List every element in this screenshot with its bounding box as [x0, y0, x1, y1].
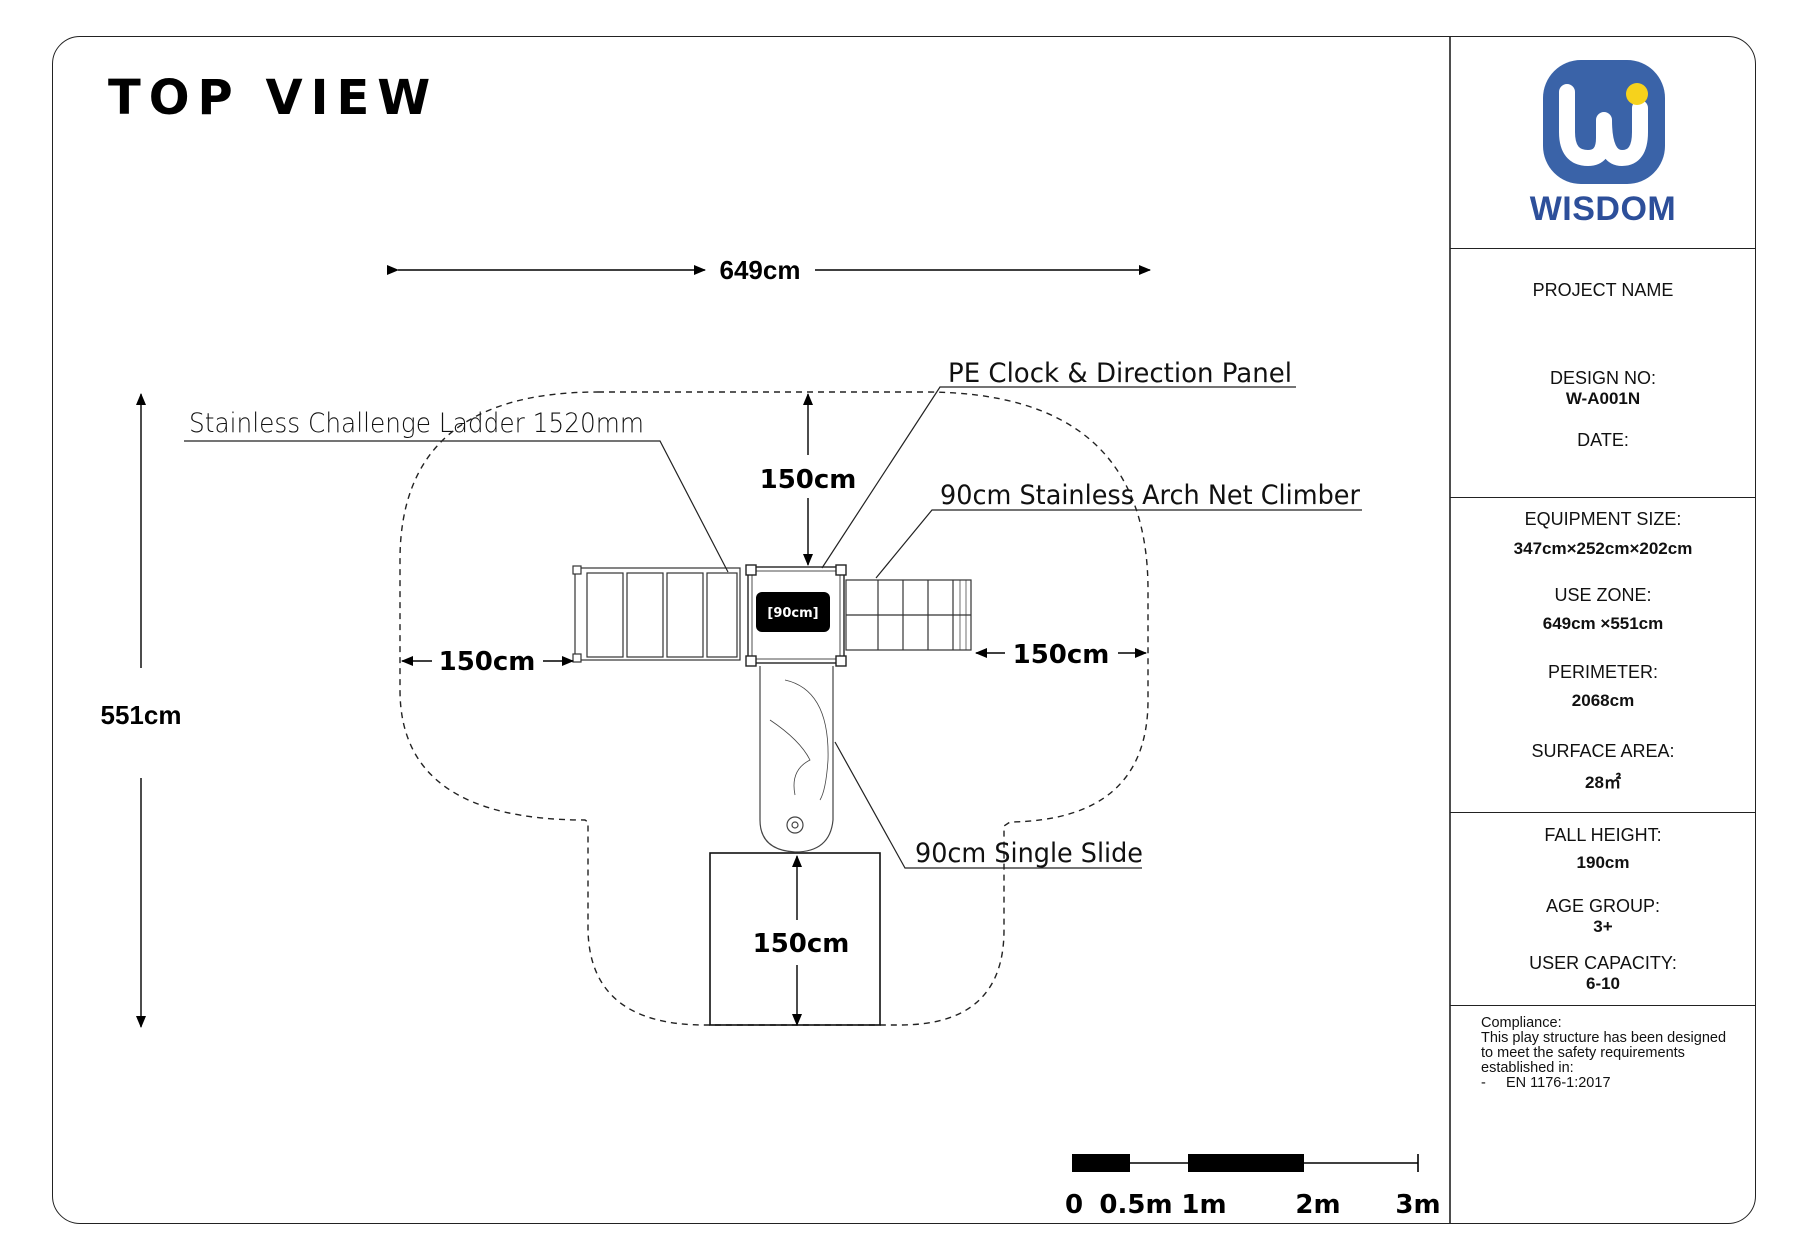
- project-name-label: PROJECT NAME: [1532, 280, 1674, 300]
- compliance-line: Compliance:: [1481, 1015, 1562, 1031]
- height-dimension-label: 551cm: [101, 700, 182, 730]
- scale-bar-labels: 0 0.5m 1m 2m 3m: [1065, 1190, 1441, 1220]
- title-block-line: [1450, 497, 1756, 498]
- brand-name: WISDOM: [1529, 190, 1677, 228]
- left-clearance-label: 150cm: [439, 647, 536, 677]
- fall-height-label: FALL HEIGHT:: [1544, 825, 1662, 845]
- surface-area-label: SURFACE AREA:: [1531, 741, 1675, 761]
- user-capacity-label: USER CAPACITY:: [1529, 953, 1677, 973]
- callout-ladder: Stainless Challenge Ladder 1520mm: [189, 408, 644, 439]
- user-capacity-value: 6-10: [1585, 974, 1621, 993]
- equipment-size-label: EQUIPMENT SIZE:: [1524, 509, 1682, 529]
- perimeter-label: PERIMETER:: [1547, 662, 1658, 682]
- scale-label-2m: 2m: [1295, 1190, 1340, 1220]
- compliance-note: Compliance: This play structure has been…: [1481, 1016, 1751, 1091]
- slide-runout-label: 150cm: [753, 929, 850, 959]
- scale-label-0-5m: 0.5m: [1099, 1190, 1172, 1220]
- width-dimension-label: 649cm: [720, 255, 801, 285]
- callout-slide: 90cm Single Slide: [915, 838, 1143, 869]
- age-group-value: 3+: [1593, 917, 1613, 936]
- compliance-line: This play structure has been designed: [1481, 1030, 1727, 1046]
- title-block-line: [1450, 812, 1756, 813]
- equipment-size-value: 347cm×252cm×202cm: [1513, 539, 1693, 558]
- right-clearance-label: 150cm: [1013, 640, 1110, 670]
- perimeter-value: 2068cm: [1571, 691, 1635, 710]
- scale-label-3m: 3m: [1395, 1190, 1440, 1220]
- design-no-label: DESIGN NO:: [1549, 368, 1656, 388]
- surface-area-value: 28㎡: [1585, 773, 1621, 792]
- top-clearance-label: 150cm: [760, 465, 857, 495]
- challenge-ladder: [572, 565, 741, 663]
- title-block-line: [1450, 1005, 1756, 1006]
- scale-label-1m: 1m: [1181, 1190, 1226, 1220]
- arch-net-climber: [845, 579, 972, 651]
- deck-height-label: [90cm]: [767, 606, 818, 621]
- scale-label-0: 0: [1065, 1190, 1083, 1220]
- compliance-line: - EN 1176-1:2017: [1481, 1075, 1611, 1091]
- use-zone-outline: [399, 391, 1149, 1026]
- drawing-frame: [52, 36, 1756, 1224]
- scale-bar: [1072, 1154, 1419, 1172]
- deck-height-badge: [756, 592, 830, 632]
- compliance-line: to meet the safety requirements: [1481, 1045, 1685, 1061]
- design-no-value: W-A001N: [1565, 389, 1641, 408]
- callout-panel: PE Clock & Direction Panel: [948, 358, 1292, 389]
- use-zone-value: 649cm ×551cm: [1542, 614, 1664, 633]
- single-slide: [759, 666, 834, 853]
- date-label: DATE:: [1577, 430, 1629, 450]
- fall-height-value: 190cm: [1576, 853, 1630, 872]
- page-title: TOP VIEW: [108, 70, 439, 126]
- callout-leaders: [184, 386, 1362, 869]
- callout-net-climber: 90cm Stainless Arch Net Climber: [940, 480, 1361, 511]
- use-zone-label: USE ZONE:: [1554, 585, 1652, 605]
- wisdom-logo-icon: [1543, 60, 1665, 184]
- compliance-line: established in:: [1481, 1060, 1574, 1076]
- age-group-label: AGE GROUP:: [1545, 896, 1661, 916]
- title-block-line: [1450, 248, 1756, 249]
- deck-tower: [745, 564, 847, 667]
